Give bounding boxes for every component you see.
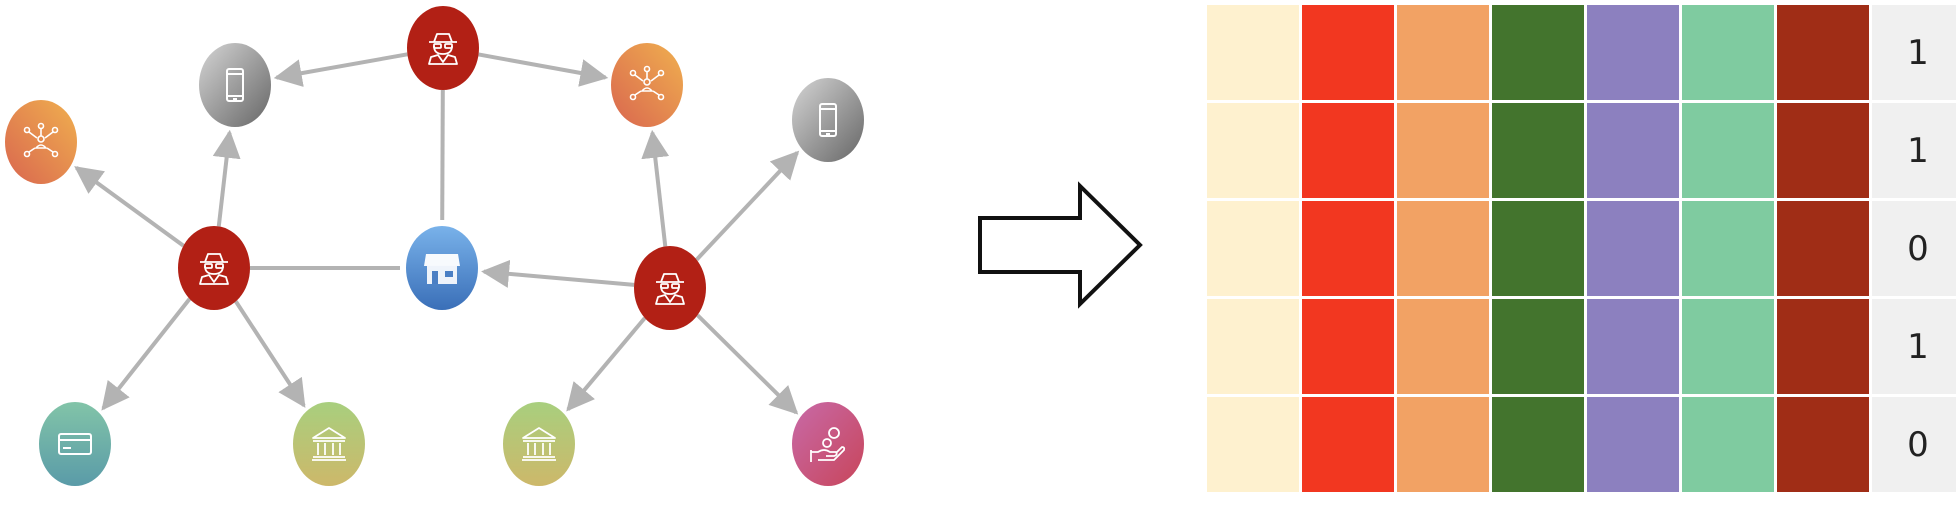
feature-cell — [1682, 201, 1774, 296]
feature-cell — [1397, 103, 1489, 198]
node-phone-right — [792, 78, 864, 162]
feature-cell — [1777, 397, 1869, 492]
node-network-left — [5, 100, 77, 184]
edge-fraud_right-to-merchant — [481, 259, 635, 288]
graph-nodes — [5, 6, 864, 486]
feature-cell — [1492, 201, 1584, 296]
row-label: 1 — [1872, 299, 1956, 394]
edge-fraud_right-to-bank_right — [566, 316, 647, 412]
feature-cell — [1777, 103, 1869, 198]
feature-cell — [1587, 5, 1679, 100]
node-network-top — [611, 43, 683, 127]
edge-fraud_right-to-payment — [696, 313, 799, 415]
feature-cell — [1492, 103, 1584, 198]
node-bank-right — [503, 402, 575, 486]
feature-cell — [1587, 299, 1679, 394]
edge-fraud_right-to-network_top — [641, 129, 670, 247]
row-label: 1 — [1872, 103, 1956, 198]
node-fraud-left — [178, 226, 250, 310]
store-icon — [424, 254, 460, 284]
edge-fraud_left-to-phone_left — [212, 129, 241, 227]
edge-fraud_top-to-phone_left — [273, 52, 408, 87]
row-label: 0 — [1872, 201, 1956, 296]
edge-fraud_top-to-merchant — [440, 89, 445, 221]
graph-edges — [74, 52, 800, 415]
feature-cell — [1492, 299, 1584, 394]
node-fraud-right — [634, 246, 706, 330]
edge-fraud_left-to-card — [101, 297, 192, 411]
feature-cell — [1302, 397, 1394, 492]
feature-cell — [1397, 5, 1489, 100]
feature-cell — [1492, 5, 1584, 100]
feature-cell — [1682, 103, 1774, 198]
edge-fraud_top-to-network_top — [478, 52, 609, 87]
feature-cell — [1587, 103, 1679, 198]
feature-cell — [1302, 201, 1394, 296]
feature-cell — [1207, 299, 1299, 394]
node-payment — [792, 402, 864, 486]
feature-cell — [1777, 201, 1869, 296]
node-fraud-top — [407, 6, 479, 90]
feature-cell — [1207, 103, 1299, 198]
feature-cell — [1302, 103, 1394, 198]
feature-cell — [1302, 299, 1394, 394]
feature-cell — [1682, 5, 1774, 100]
node-merchant — [406, 226, 478, 310]
feature-cell — [1397, 201, 1489, 296]
row-label: 0 — [1872, 397, 1956, 492]
feature-cell — [1207, 397, 1299, 492]
node-bank-left — [293, 402, 365, 486]
feature-cell — [1302, 5, 1394, 100]
feature-cell — [1587, 201, 1679, 296]
feature-cell — [1682, 397, 1774, 492]
feature-cell — [1397, 397, 1489, 492]
edge-fraud_right-to-phone_right — [695, 150, 800, 262]
node-card — [39, 402, 111, 486]
edge-fraud_left-to-bank_left — [234, 300, 306, 408]
row-label: 1 — [1872, 5, 1956, 100]
feature-cell — [1492, 397, 1584, 492]
feature-cell — [1397, 299, 1489, 394]
feature-cell — [1587, 397, 1679, 492]
transform-arrow-icon — [978, 181, 1143, 309]
feature-cell — [1777, 299, 1869, 394]
feature-cell — [1682, 299, 1774, 394]
feature-cell — [1207, 201, 1299, 296]
edge-fraud_left-to-network_left — [74, 166, 185, 248]
node-phone-left — [199, 43, 271, 127]
feature-cell — [1777, 5, 1869, 100]
transaction-graph — [5, 6, 864, 486]
feature-cell — [1207, 5, 1299, 100]
